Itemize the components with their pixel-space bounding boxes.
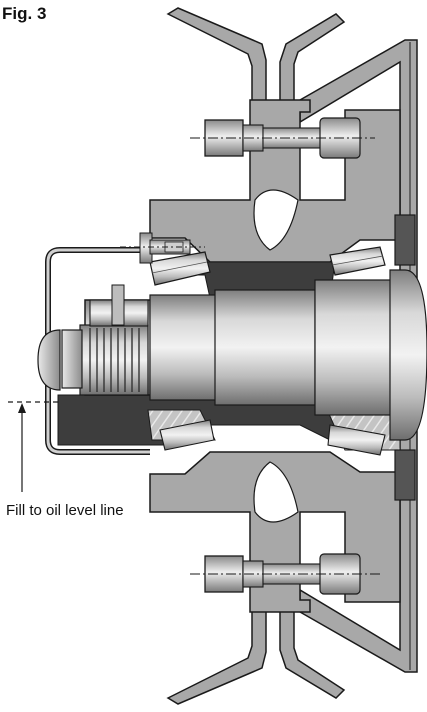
spindle-nut xyxy=(79,324,149,396)
oil-seal xyxy=(394,214,416,266)
grease-cap-dome xyxy=(37,329,61,391)
upper-wheel-bolt xyxy=(190,117,375,159)
figure-label: Fig. 3 xyxy=(2,4,47,23)
inner-roller-bearing xyxy=(149,251,211,286)
outer-roller-bearing xyxy=(329,246,386,276)
arrow-head-icon xyxy=(18,403,26,413)
wheel-rim-bottom xyxy=(166,601,267,705)
spindle-threads xyxy=(89,328,140,392)
wheel-rim-top xyxy=(166,7,267,111)
oil-level-callout: Fill to oil level line xyxy=(6,502,124,519)
lower-wheel-bolt xyxy=(190,553,380,595)
fill-plug-bolt xyxy=(120,232,205,264)
